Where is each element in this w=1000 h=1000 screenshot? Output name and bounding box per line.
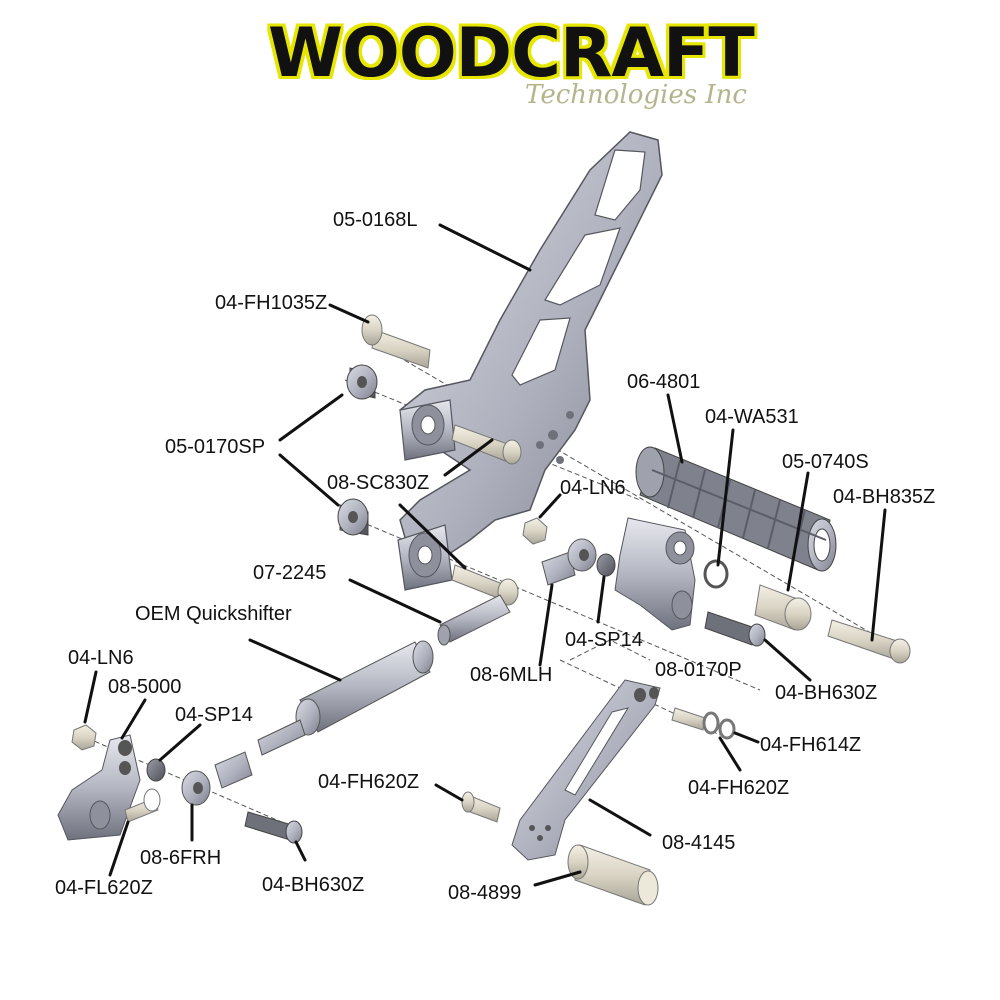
label-08-4899: 08-4899 <box>448 882 522 904</box>
rod-end-08-6mlh <box>541 538 597 586</box>
screw-08-sc830z <box>451 564 519 606</box>
label-06-4801: 06-4801 <box>627 371 701 393</box>
label-04-bh630z-right: 04-BH630Z <box>775 682 878 704</box>
label-04-fl620z: 04-FL620Z <box>55 877 153 899</box>
label-08-6frh: 08-6FRH <box>140 847 222 869</box>
spacer-sp14-right <box>596 553 616 577</box>
oem-quickshifter <box>257 640 434 756</box>
label-04-bh630z-left: 04-BH630Z <box>262 874 365 896</box>
pivot-block <box>614 517 696 631</box>
label-04-ln6-right: 04-LN6 <box>560 477 626 499</box>
label-04-sp14-left: 04-SP14 <box>175 704 253 726</box>
arm-08-5000 <box>57 734 141 841</box>
bolt-fh1035z <box>361 314 431 369</box>
label-04-ln6-left: 04-LN6 <box>68 647 134 669</box>
logo-tagline: Technologies Inc <box>525 80 747 110</box>
rod-end-08-6frh <box>181 751 253 806</box>
spacer-upper <box>346 364 378 400</box>
bolt-fl620z <box>124 788 161 823</box>
label-04-wa531: 04-WA531 <box>705 406 799 428</box>
label-05-0740s: 05-0740S <box>782 451 869 473</box>
label-07-2245: 07-2245 <box>253 562 327 584</box>
bolt-bh630z-left <box>244 811 303 844</box>
rod-07-2245 <box>437 594 511 646</box>
washer-wa531 <box>703 559 729 589</box>
woodcraft-logo: WOODCRAFT <box>268 14 755 93</box>
leader-lines <box>83 223 887 887</box>
label-08-0170p: 08-0170P <box>655 659 742 681</box>
label-08-6mlh: 08-6MLH <box>470 664 553 686</box>
spacer-lower <box>337 498 369 536</box>
label-04-fh620z-left: 04-FH620Z <box>318 771 420 793</box>
label-04-sp14-right: 04-SP14 <box>565 629 643 651</box>
label-04-fh614z: 04-FH614Z <box>760 734 862 756</box>
label-oem-quickshifter: OEM Quickshifter <box>135 603 292 625</box>
screw-upper <box>451 424 522 465</box>
label-04-fh620z-right: 04-FH620Z <box>688 777 790 799</box>
label-08-5000: 08-5000 <box>108 676 182 698</box>
label-05-0168l: 05-0168L <box>333 209 418 231</box>
bolt-bh835z <box>827 619 911 664</box>
label-05-0170sp: 05-0170SP <box>165 436 266 458</box>
bolt-bh630z-right <box>704 611 766 647</box>
bolt-fh620z-left <box>461 791 501 823</box>
nut-ln6-left <box>71 724 97 751</box>
label-04-fh1035z: 04-FH1035Z <box>215 292 328 314</box>
spacer-05-0740s <box>754 584 812 631</box>
label-08-sc830z: 08-SC830Z <box>327 472 430 494</box>
lever-08-4145 <box>511 679 661 861</box>
label-04-bh835z: 04-BH835Z <box>833 486 936 508</box>
rearset-bracket <box>397 131 663 591</box>
peg-08-4899 <box>567 844 659 906</box>
spacer-sp14-left <box>146 758 166 782</box>
nut-ln6-right <box>522 517 548 545</box>
bolt-fh614z-group <box>671 707 736 740</box>
label-08-4145: 08-4145 <box>662 832 736 854</box>
